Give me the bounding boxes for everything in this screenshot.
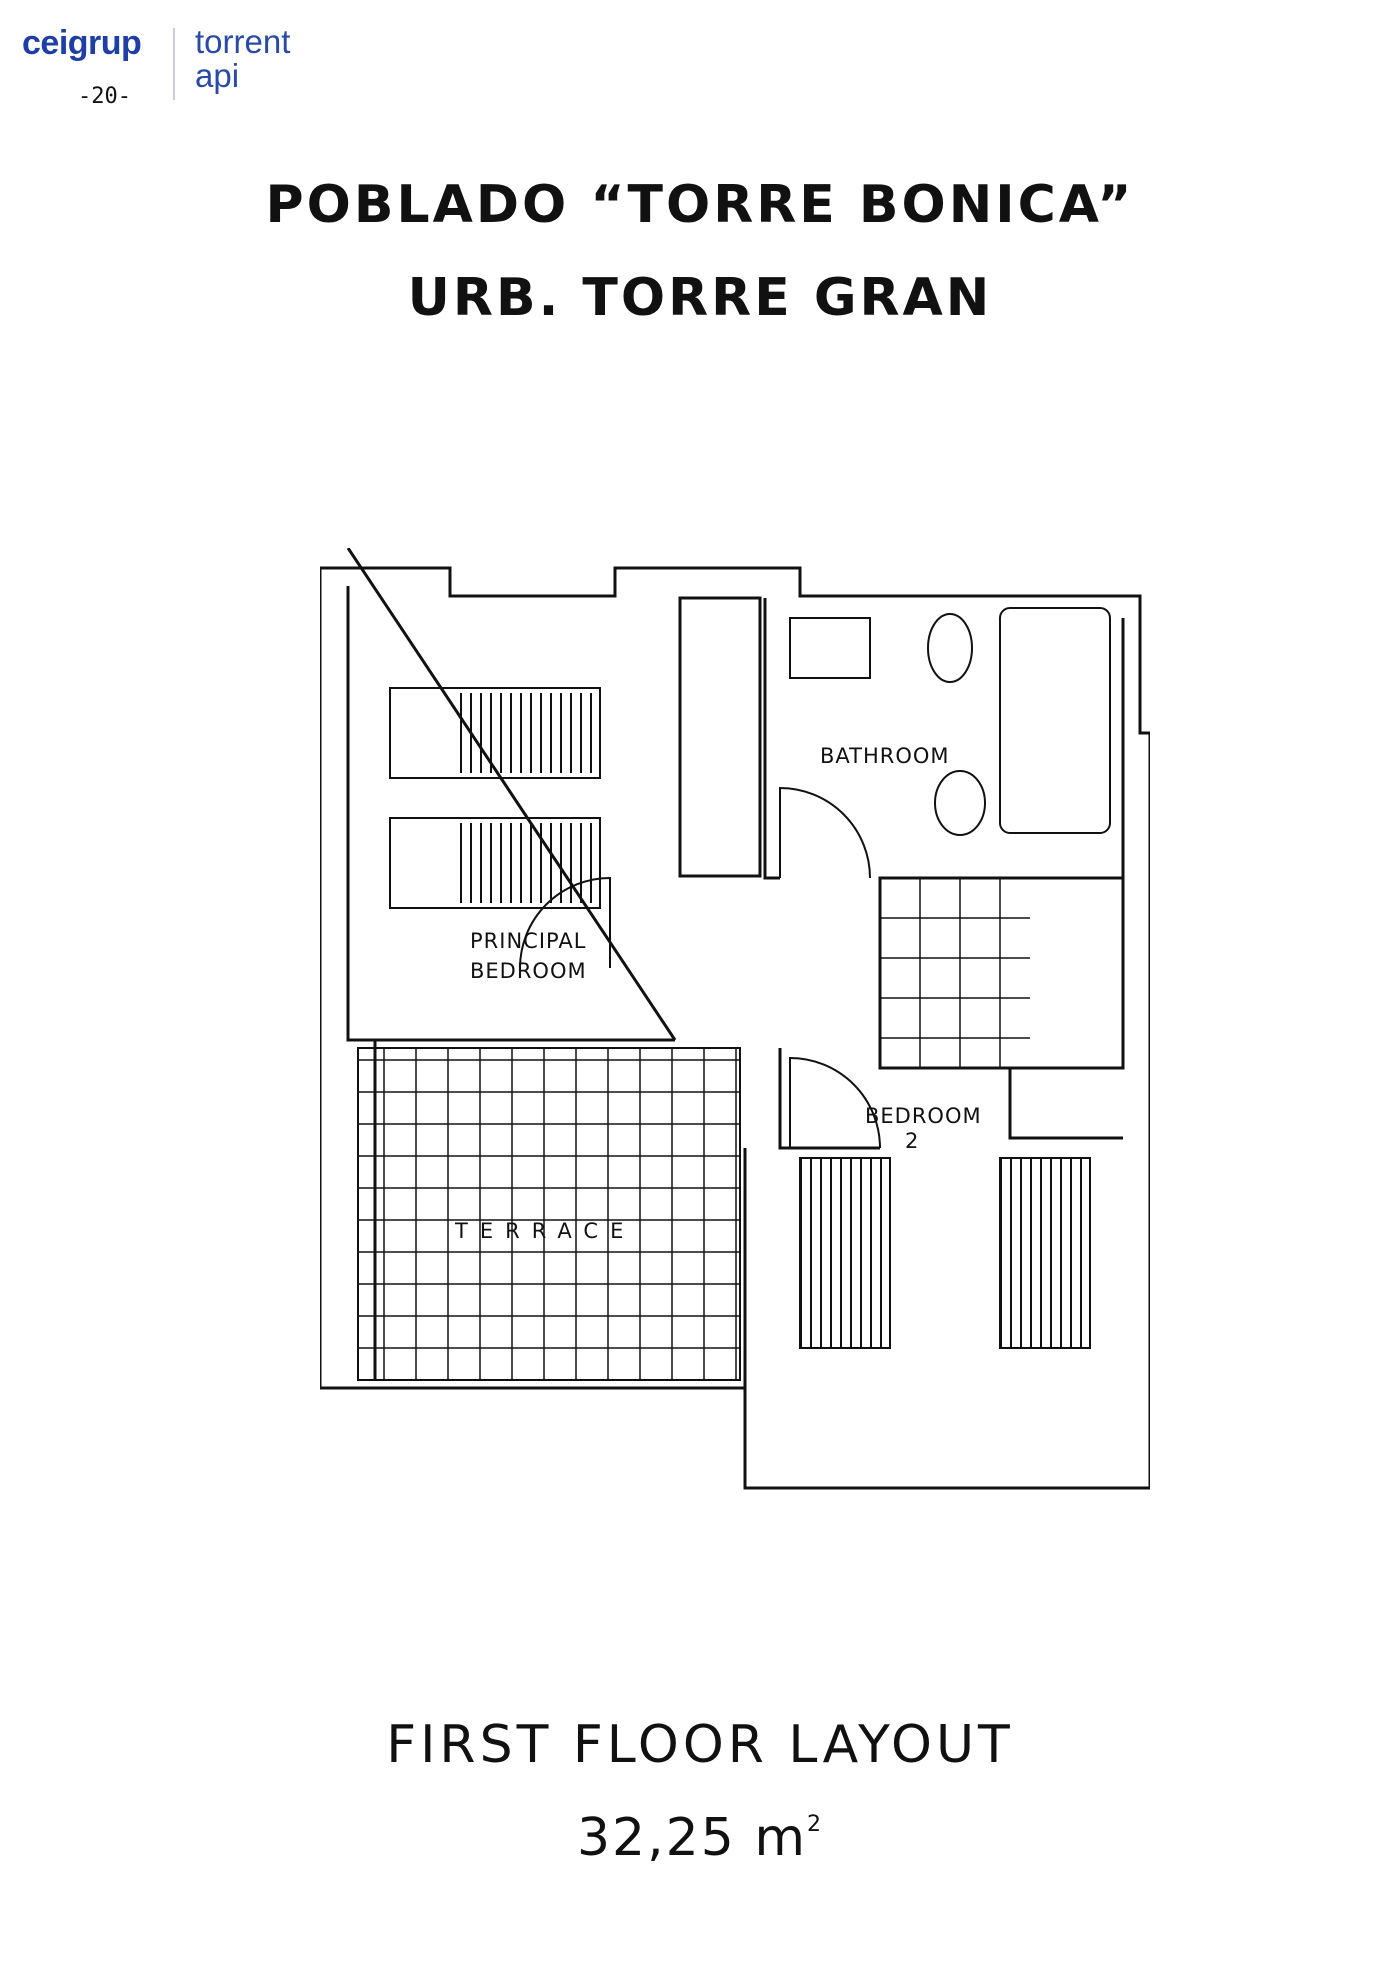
area-value: 32,25 m	[576, 1808, 808, 1868]
partner-name-line2: api	[195, 57, 240, 94]
title-line2: URB. TORRE GRAN	[407, 268, 993, 328]
outer-wall	[320, 566, 1150, 1490]
bathtub	[999, 607, 1111, 834]
bedroom2-wall	[778, 1048, 1123, 1150]
terrace-floor	[357, 1047, 741, 1381]
principal-bedroom-label-1: PRINCIPAL	[470, 929, 586, 953]
bathroom-label: BATHROOM	[820, 744, 950, 768]
bedroom2-label-1: BEDROOM	[865, 1104, 982, 1128]
stair-steps	[880, 878, 1030, 1068]
sink	[789, 617, 871, 679]
bidet	[927, 613, 973, 683]
bathroom-wall	[763, 598, 1125, 880]
door-bathroom	[779, 786, 871, 879]
brand-name: ceigrup	[22, 24, 142, 62]
bed2-left	[799, 1157, 891, 1349]
bed2-right	[999, 1157, 1091, 1349]
door-principal	[519, 876, 611, 969]
bed-lower	[389, 817, 601, 909]
caption-layout: FIRST FLOOR LAYOUT	[386, 1715, 1014, 1775]
caption-area: 32,25 m2	[0, 1808, 1400, 1868]
door-bedroom2	[789, 1056, 881, 1149]
bed-upper-cover	[460, 693, 595, 773]
partner-name-line1: torrent	[195, 23, 291, 60]
title-line1: POBLADO “TORRE BONICA”	[265, 175, 1135, 235]
bed-lower-cover	[460, 823, 595, 903]
wardrobe	[678, 596, 762, 878]
terrace-label: TERRACE	[454, 1219, 635, 1243]
principal-bedroom-label-2: BEDROOM	[470, 959, 587, 983]
bed-upper	[389, 687, 601, 779]
area-exponent: 2	[807, 1812, 824, 1837]
toilet	[934, 770, 986, 836]
floor-plan: PRINCIPAL BEDROOM BATHROOM BEDROOM 2 TER…	[320, 548, 1150, 1490]
staircase	[878, 876, 1125, 1070]
page-number: -20-	[78, 84, 131, 109]
brand-divider	[173, 28, 175, 100]
bedroom2-label-2: 2	[905, 1129, 919, 1153]
bedroom-south-wall	[346, 548, 677, 1041]
